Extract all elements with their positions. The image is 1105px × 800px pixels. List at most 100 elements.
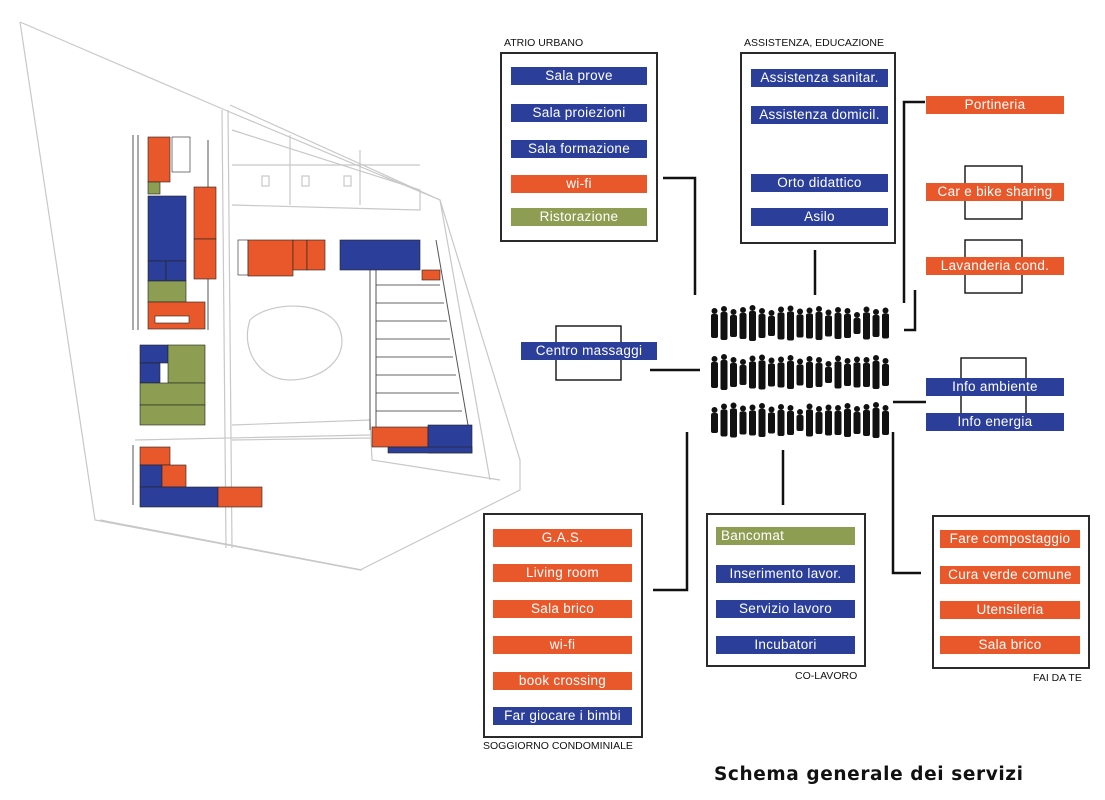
person-body <box>739 365 747 385</box>
person-head <box>721 354 727 360</box>
service-car-bike-sharing: Car e bike sharing <box>926 183 1064 201</box>
person-head <box>740 405 746 412</box>
person-body <box>749 361 756 389</box>
colavoro-caption: CO-LAVORO <box>795 670 858 682</box>
person-body <box>825 367 832 383</box>
service-fare-compostaggio: Fare compostaggio <box>940 530 1080 548</box>
service-sala-proiezioni: Sala proiezioni <box>511 104 647 122</box>
person-body <box>863 363 870 387</box>
person-head <box>844 308 851 314</box>
person-head <box>778 356 784 363</box>
person-body <box>853 412 861 434</box>
person-body <box>872 408 880 438</box>
person-head <box>863 404 870 410</box>
person-body <box>863 312 870 340</box>
people-silhouettes <box>711 305 889 438</box>
person-body <box>844 364 851 386</box>
person-head <box>778 404 784 410</box>
person-body <box>882 411 889 435</box>
person-body <box>739 313 747 339</box>
person-head <box>882 405 889 411</box>
person-body <box>758 360 766 390</box>
soggiorno-caption: SOGGIORNO CONDOMINIALE <box>483 740 633 752</box>
person-head <box>835 307 841 313</box>
service-info-ambiente: Info ambiente <box>926 378 1064 396</box>
person-head <box>882 358 889 364</box>
person-head <box>825 404 832 411</box>
person-body <box>787 361 794 389</box>
service-servizio-lavoro: Servizio lavoro <box>716 600 855 618</box>
person-body <box>882 313 889 339</box>
person-body <box>796 314 804 338</box>
person-head <box>721 403 727 410</box>
person-head <box>882 307 889 314</box>
person-head <box>835 355 841 362</box>
person-head <box>787 405 794 411</box>
service-sala-prove: Sala prove <box>511 67 647 85</box>
person-head <box>873 402 879 408</box>
site-plan <box>19 21 521 571</box>
person-head <box>740 359 746 365</box>
person-head <box>711 407 718 413</box>
service-far-giocare-bimbi: Far giocare i bimbi <box>493 707 632 725</box>
person-body <box>749 410 756 436</box>
service-utensileria: Utensileria <box>940 601 1080 619</box>
service-incubatori: Incubatori <box>716 636 855 654</box>
person-body <box>787 311 794 341</box>
person-head <box>711 308 718 314</box>
service-info-energia: Info energia <box>926 413 1064 431</box>
person-head <box>854 406 860 412</box>
person-head <box>759 308 765 314</box>
service-centro-massaggi: Centro massaggi <box>521 342 657 360</box>
person-head <box>825 309 832 316</box>
person-body <box>806 409 813 437</box>
person-head <box>730 402 737 409</box>
service-cura-verde-comune: Cura verde comune <box>940 566 1080 584</box>
person-head <box>844 403 851 409</box>
person-body <box>844 314 851 338</box>
service-book-crossing: book crossing <box>493 672 632 690</box>
service-lavanderia: Lavanderia cond. <box>926 257 1064 275</box>
person-head <box>768 357 775 364</box>
person-body <box>815 363 823 387</box>
person-body <box>825 315 832 337</box>
person-head <box>768 310 775 316</box>
person-head <box>797 358 803 365</box>
person-head <box>797 308 803 315</box>
person-body <box>863 410 870 436</box>
person-body <box>777 410 785 436</box>
person-head <box>768 406 775 413</box>
service-wifi: wi-fi <box>493 636 632 654</box>
person-body <box>787 411 794 435</box>
person-head <box>854 312 860 318</box>
person-head <box>749 305 756 311</box>
soggiorno-group-box <box>483 513 643 738</box>
service-asilo: Asilo <box>751 208 888 226</box>
service-sala-brico: Sala brico <box>940 636 1080 654</box>
person-head <box>787 305 794 312</box>
faidate-caption: FAI DA TE <box>1033 672 1082 684</box>
site-boundary <box>19 21 521 571</box>
service-inserimento-lavorativo: Inserimento lavor. <box>716 565 855 583</box>
person-head <box>825 361 832 367</box>
person-head <box>759 354 765 361</box>
service-sala-brico: Sala brico <box>493 600 632 618</box>
person-head <box>873 355 879 361</box>
service-assistenza-sanitaria: Assistenza sanitar. <box>751 69 888 87</box>
service-portineria: Portineria <box>926 96 1064 114</box>
person-body <box>739 411 747 435</box>
person-body <box>711 362 718 388</box>
person-body <box>872 315 880 337</box>
person-head <box>806 356 813 362</box>
service-ristorazione: Ristorazione <box>511 208 647 226</box>
person-head <box>797 409 803 415</box>
person-body <box>768 316 775 336</box>
person-head <box>759 403 765 409</box>
person-body <box>720 360 728 390</box>
person-head <box>873 309 879 315</box>
person-head <box>740 307 746 313</box>
person-body <box>806 362 813 388</box>
person-body <box>834 411 842 435</box>
person-head <box>721 306 727 312</box>
person-head <box>854 356 860 363</box>
